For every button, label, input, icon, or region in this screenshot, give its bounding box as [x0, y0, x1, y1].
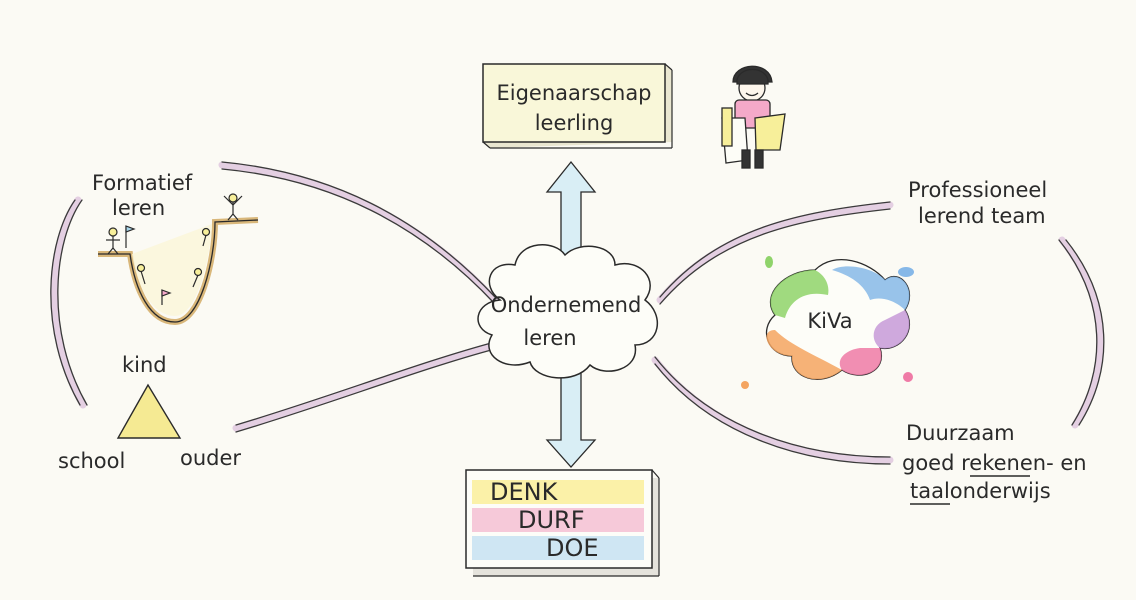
duurzaam-line1: Duurzaam [906, 421, 1015, 445]
triangle-school: school [58, 449, 125, 473]
duurzaam-line2: goed rekenen- en [902, 451, 1087, 475]
kiva-text: KiVa [807, 309, 852, 333]
ownership-box: Eigenaarschap leerling [482, 63, 673, 149]
ownership-line1: Eigenaarschap [496, 81, 651, 105]
team-line2: lerend team [918, 204, 1046, 228]
arrow-down-head [545, 371, 597, 468]
center-title-line1: Ondernemend [491, 293, 642, 317]
center-cloud: Ondernemend leren [477, 244, 659, 379]
denk-word: DENK [490, 478, 559, 506]
center-title-line2: leren [523, 326, 576, 350]
infinity-loop [50, 161, 1104, 464]
student-figure [721, 65, 786, 169]
triangle-kind: kind [122, 353, 167, 377]
kiva-logo: KiVa [741, 256, 914, 389]
triangle-shape [116, 383, 182, 439]
triangle-ouder: ouder [180, 446, 241, 470]
double-arrow [545, 160, 597, 468]
formatief-line2: leren [112, 196, 165, 220]
valley-illustration [98, 193, 259, 326]
team-line1: Professioneel [908, 178, 1047, 202]
formatief-line1: Formatief [92, 171, 193, 195]
denk-durf-doe-box: DENK DURF DOE [465, 469, 660, 577]
duurzaam-line3: taalonderwijs [910, 479, 1051, 503]
ownership-line2: leerling [535, 111, 614, 135]
doe-word: DOE [546, 534, 599, 562]
durf-word: DURF [518, 506, 585, 534]
